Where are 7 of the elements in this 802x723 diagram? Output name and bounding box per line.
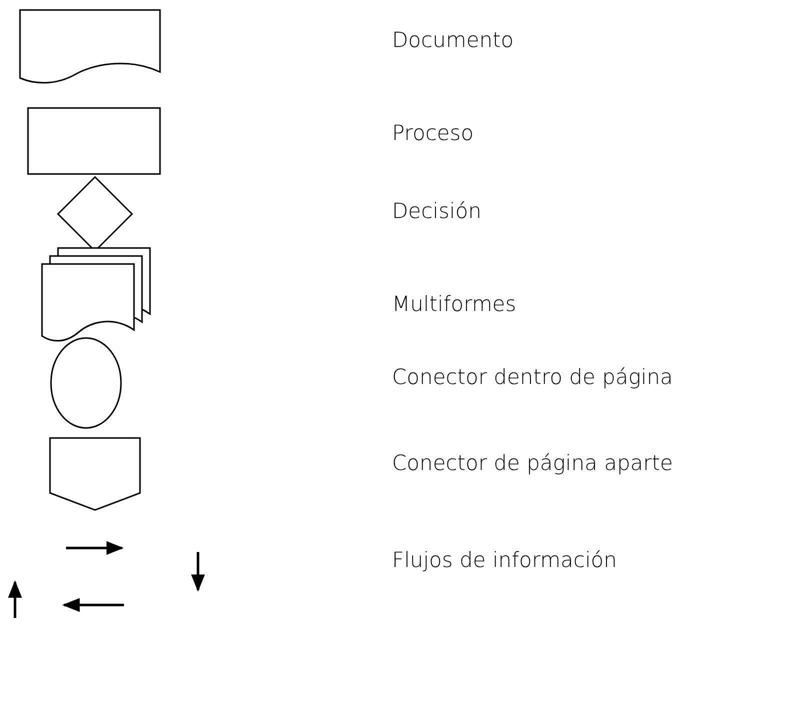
legend-label: Multiformes xyxy=(392,292,516,316)
legend-label: Conector dentro de página xyxy=(392,365,673,389)
legend-label: Decisión xyxy=(392,199,482,223)
legend-label: Flujos de información xyxy=(392,548,617,572)
legend-label: Conector de página aparte xyxy=(392,451,673,475)
legend-label: Proceso xyxy=(392,121,474,145)
legend-label: Documento xyxy=(392,28,514,52)
